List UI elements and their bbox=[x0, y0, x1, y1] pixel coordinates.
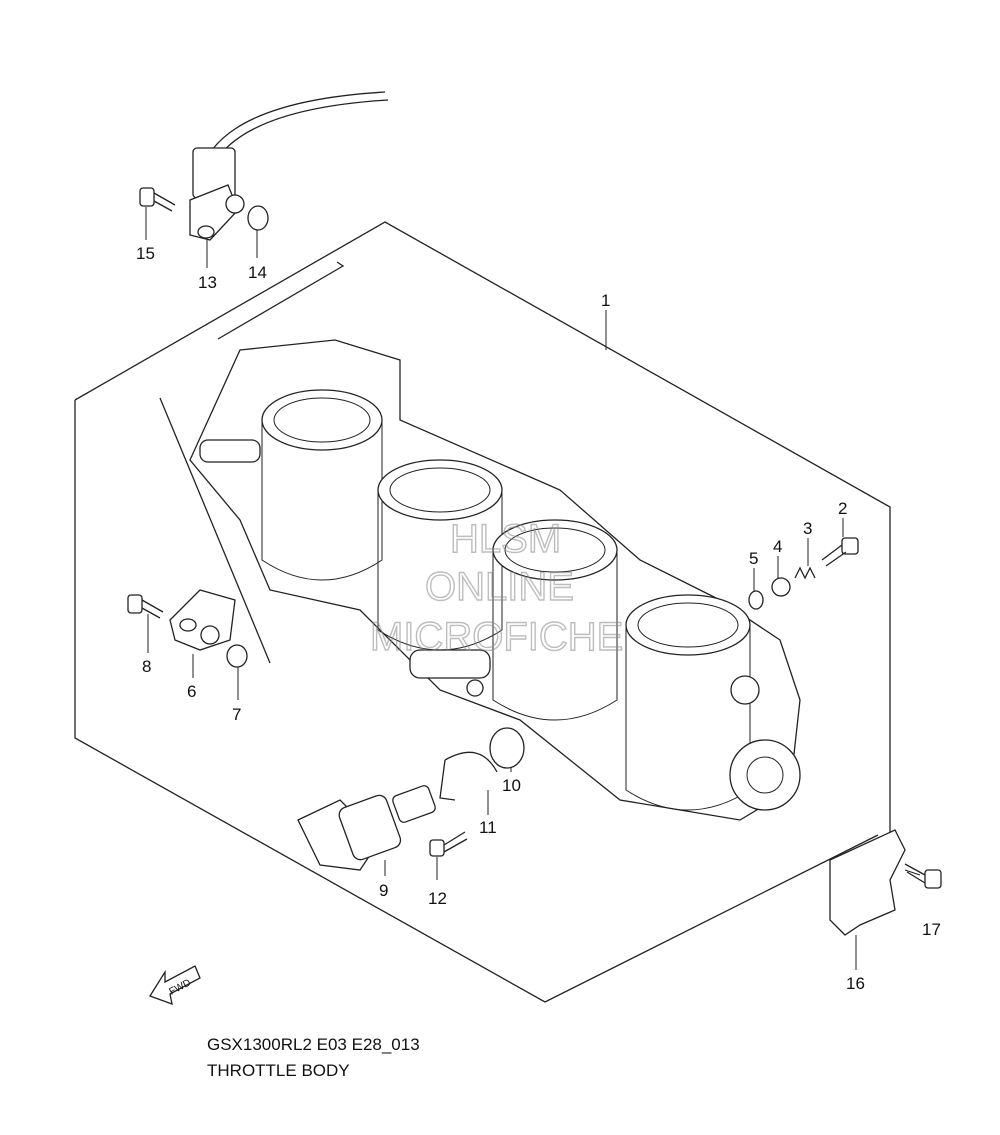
callout-10: 10 bbox=[502, 776, 521, 795]
fwd-arrow-icon: FWD bbox=[149, 965, 201, 1006]
watermark-line-3: MICROFICHE bbox=[370, 615, 623, 659]
part-2-bolt bbox=[821, 537, 859, 567]
callout-13: 13 bbox=[198, 273, 217, 292]
throttle-body-unit bbox=[189, 339, 801, 821]
callout-17: 17 bbox=[922, 920, 941, 939]
callout-4: 4 bbox=[773, 537, 782, 556]
callout-8: 8 bbox=[142, 657, 151, 676]
part-10-o-ring bbox=[489, 727, 525, 769]
leader-lines bbox=[145, 207, 921, 970]
callout-11: 11 bbox=[479, 818, 497, 837]
model-code: GSX1300RL2 E03 E28_013 bbox=[207, 1035, 420, 1054]
part-9-valve bbox=[297, 785, 436, 871]
callout-16: 16 bbox=[846, 974, 865, 993]
part-16-bracket bbox=[829, 829, 906, 936]
callout-7: 7 bbox=[232, 705, 241, 724]
part-12-screw bbox=[429, 831, 468, 857]
part-6-sensor bbox=[169, 589, 236, 651]
callout-15: 15 bbox=[136, 244, 155, 263]
assembly-outline bbox=[74, 221, 891, 1003]
part-14-o-ring bbox=[247, 205, 269, 231]
callout-1: 1 bbox=[601, 291, 610, 310]
callout-12: 12 bbox=[428, 889, 447, 908]
part-15-screw bbox=[139, 187, 176, 212]
part-3-spring bbox=[794, 566, 816, 580]
watermark-line-1: HLSM bbox=[450, 517, 561, 561]
callout-2: 2 bbox=[838, 499, 847, 518]
diagram-title: THROTTLE BODY bbox=[207, 1061, 350, 1080]
part-17-bolt bbox=[904, 863, 942, 889]
part-13-sensor bbox=[189, 91, 389, 241]
watermark-line-2: ONLINE bbox=[425, 565, 574, 609]
part-5-o-ring bbox=[748, 590, 764, 610]
callout-6: 6 bbox=[187, 682, 196, 701]
callout-9: 9 bbox=[379, 881, 388, 900]
callout-5: 5 bbox=[749, 549, 758, 568]
part-11-clamp bbox=[439, 751, 498, 801]
part-7-o-ring bbox=[226, 644, 248, 668]
part-8-screw bbox=[127, 594, 164, 619]
watermark: HLSM ONLINE MICROFICHE bbox=[369, 516, 624, 659]
callout-3: 3 bbox=[803, 519, 812, 538]
callout-14: 14 bbox=[248, 263, 267, 282]
part-4-washer bbox=[771, 577, 791, 597]
